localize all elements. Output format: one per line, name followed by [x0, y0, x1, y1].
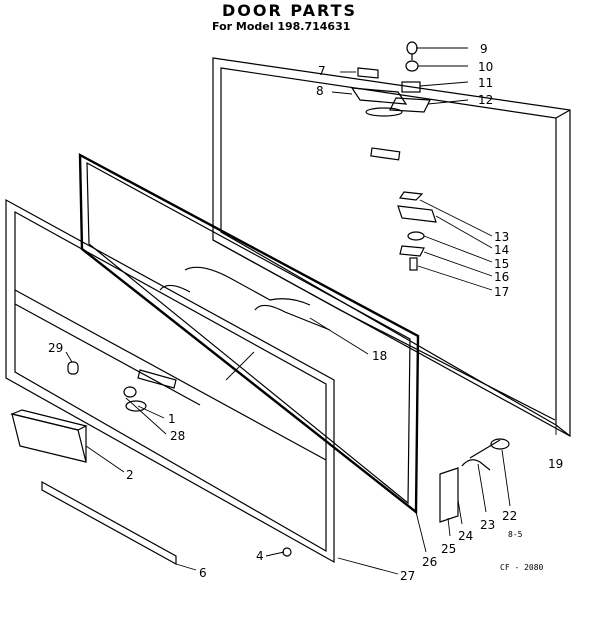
lower-hinge-hardware	[397, 191, 437, 271]
callout-19: 19	[548, 457, 563, 471]
callout-12: 12	[478, 93, 493, 107]
callout-10: 10	[478, 60, 493, 74]
callout-18: 18	[372, 349, 387, 363]
fastener-screw	[282, 547, 292, 557]
callout-25: 25	[441, 542, 456, 556]
callout-6: 6	[199, 566, 207, 580]
bottom-hinge-hardware	[439, 438, 510, 523]
diagram-title: DOOR PARTS	[222, 1, 358, 20]
callout-13: 13	[494, 230, 509, 244]
callout-17: 17	[494, 285, 509, 299]
callout-15: 15	[494, 257, 509, 271]
callout-28: 28	[170, 429, 185, 443]
callout-numbers: 9 10 11 12 7 8 13 14 15 16 17 18 19 1 28…	[48, 42, 563, 583]
trim-strip	[41, 480, 177, 566]
model-subtitle: For Model 198.714631	[212, 20, 351, 33]
callout-2: 2	[126, 468, 134, 482]
door-handle	[10, 409, 88, 463]
callout-7: 7	[318, 64, 326, 78]
callout-26: 26	[422, 555, 437, 569]
callout-24: 24	[458, 529, 473, 543]
callout-14: 14	[494, 243, 509, 257]
inner-door-panel	[5, 198, 335, 564]
sheet-code: 8-5	[508, 530, 523, 539]
callout-22: 22	[502, 509, 517, 523]
callout-8: 8	[316, 84, 324, 98]
outer-door-frame	[212, 57, 571, 438]
callout-4: 4	[256, 549, 264, 563]
callout-23: 23	[480, 518, 495, 532]
callout-1: 1	[168, 412, 176, 426]
callout-27: 27	[400, 569, 415, 583]
top-hinge-hardware	[350, 41, 431, 117]
leader-lines	[65, 47, 511, 575]
callout-9: 9	[480, 42, 488, 56]
callout-29: 29	[48, 341, 63, 355]
callout-16: 16	[494, 270, 509, 284]
callout-11: 11	[478, 76, 493, 90]
drawing-code: CF - 2080	[500, 563, 544, 572]
